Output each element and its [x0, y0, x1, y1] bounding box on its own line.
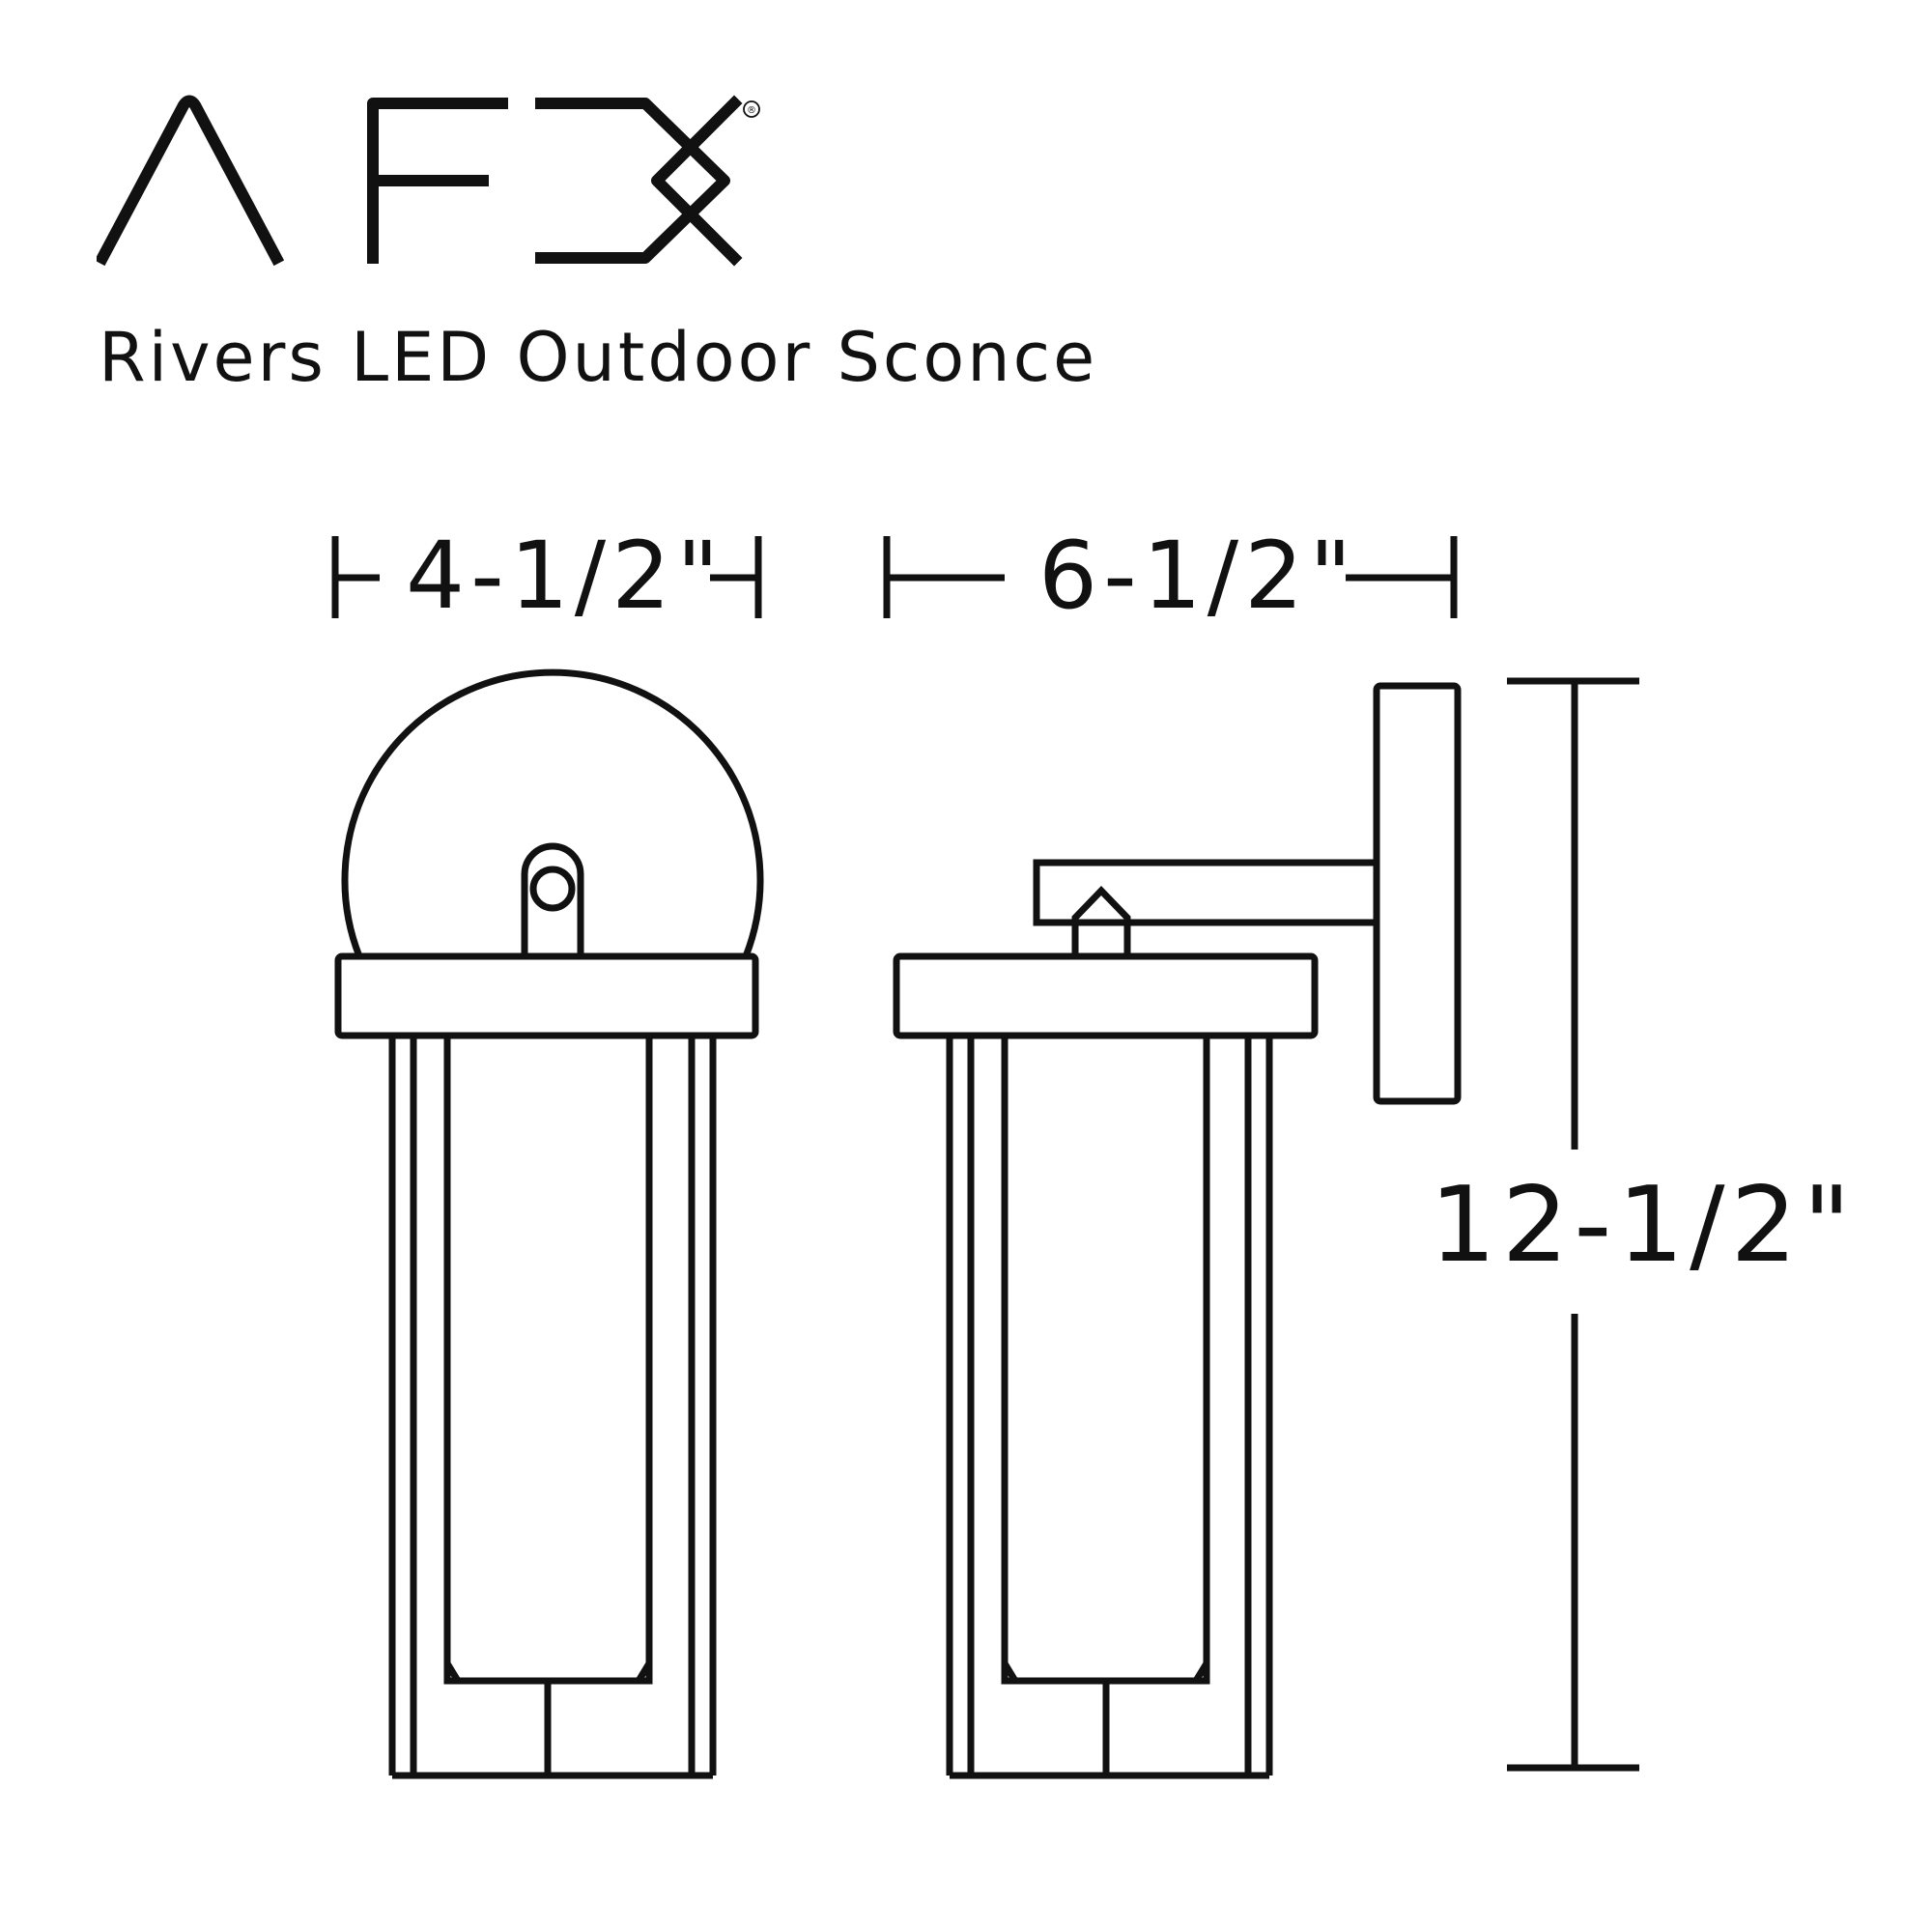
width-dimension-line [331, 536, 762, 618]
front-cap [334, 952, 759, 1039]
height-dimension-line [1507, 677, 1639, 1772]
side-view [893, 682, 1462, 1779]
arm [1033, 859, 1377, 926]
front-glass [443, 1036, 653, 1685]
dome-backplate [341, 668, 764, 958]
sensor-nub [521, 842, 584, 956]
depth-dimension-line [883, 536, 1458, 618]
width-label: 4-1/2" [406, 522, 725, 630]
mount-finial [1071, 885, 1131, 956]
wall-backplate [1373, 682, 1462, 1105]
svg-text:®: ® [747, 105, 756, 116]
side-glass [1001, 1036, 1210, 1685]
height-label: 12-1/2" [1430, 1165, 1857, 1286]
registered-mark: ® [743, 100, 760, 118]
depth-label: 6-1/2" [1038, 522, 1358, 630]
product-title: Rivers LED Outdoor Sconce [99, 318, 1098, 397]
side-cap [893, 952, 1319, 1039]
front-view [334, 668, 764, 1779]
brand-logo: ® [97, 95, 760, 267]
